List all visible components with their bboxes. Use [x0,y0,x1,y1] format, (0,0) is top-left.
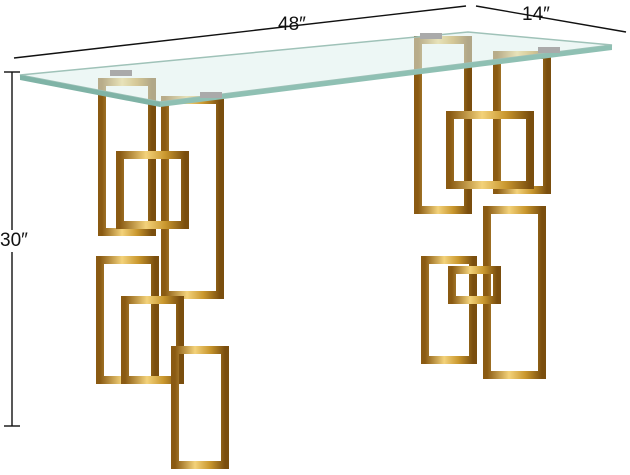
glass-top [19,31,613,107]
right-leg [414,36,551,379]
height-label: 30″ [0,230,28,252]
left-leg [96,78,229,469]
width-label: 48″ [278,14,306,35]
depth-label: 14″ [522,4,550,25]
